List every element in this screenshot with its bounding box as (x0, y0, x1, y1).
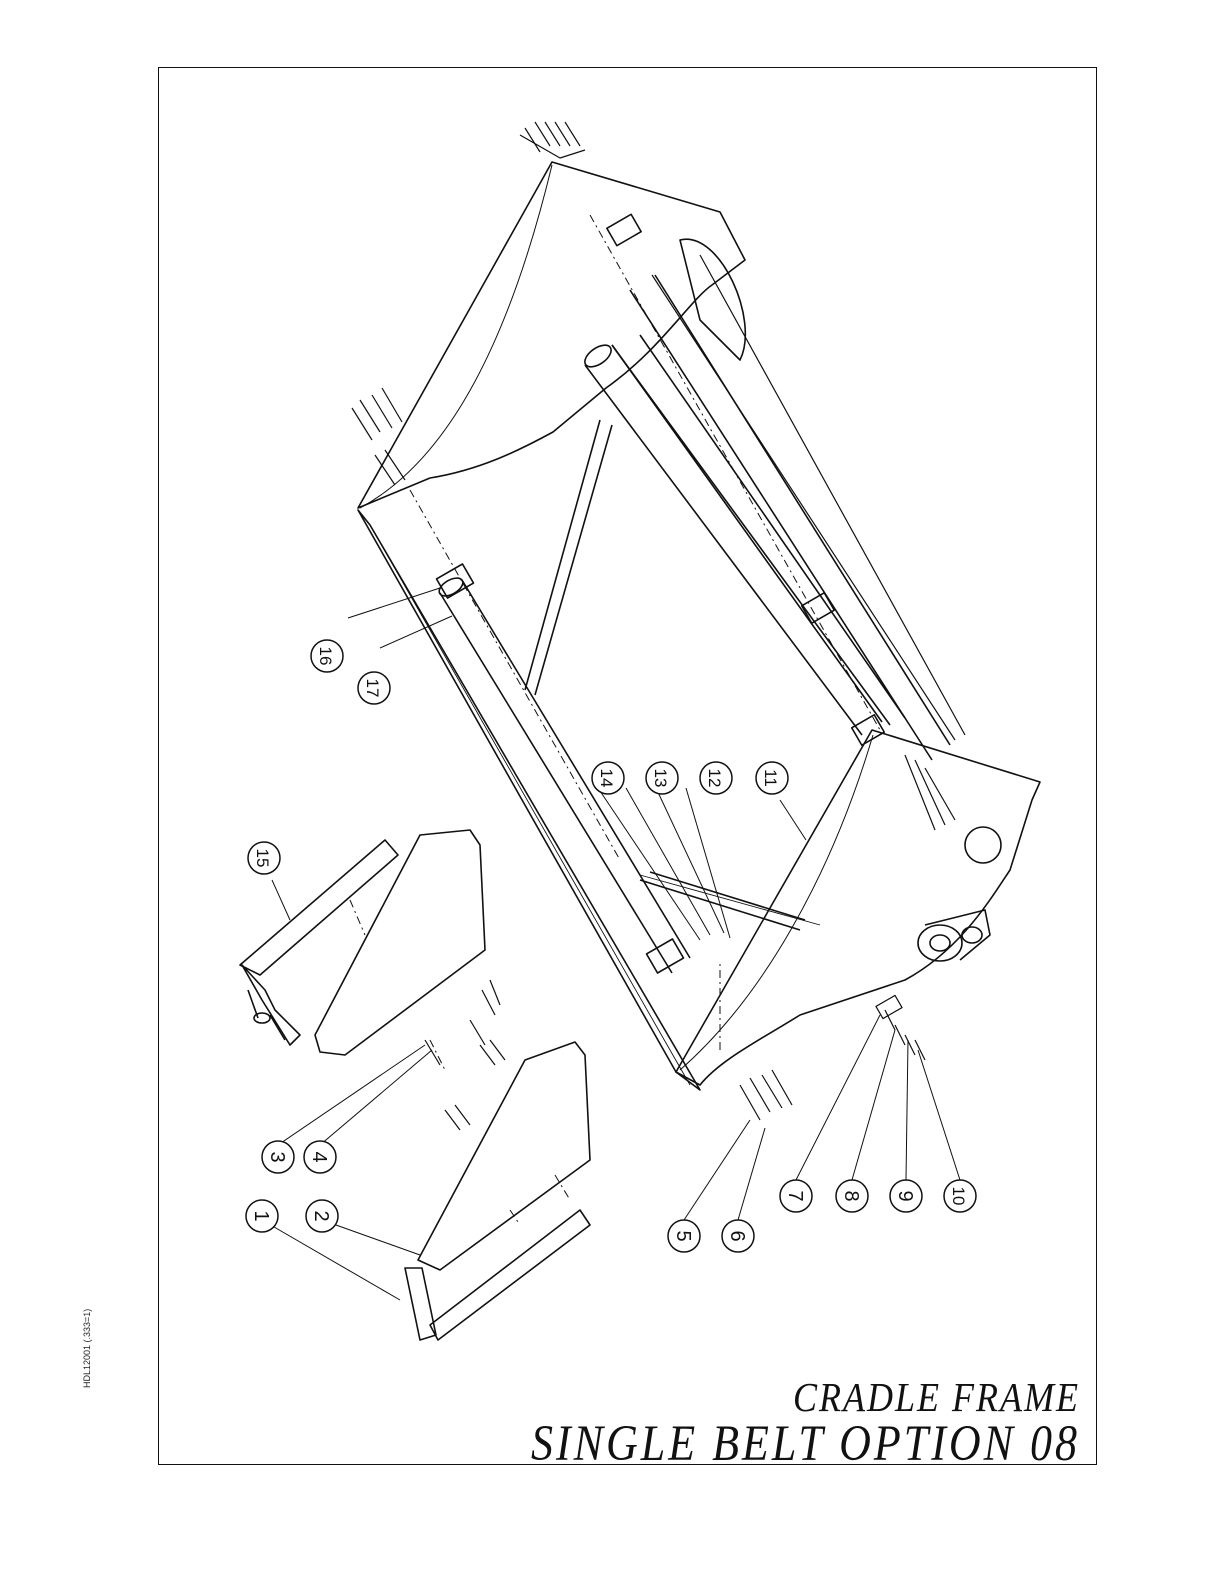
roller-4 (630, 275, 950, 760)
drawing-subtitle: SINGLE BELT OPTION 08 (531, 1414, 1080, 1473)
callout-label-17: 17 (363, 679, 382, 698)
callout-label-8: 8 (840, 1190, 862, 1201)
callout-label-2: 2 (310, 1210, 332, 1221)
callout-label-11: 11 (761, 769, 780, 787)
callout-4: 4 (304, 1141, 336, 1173)
callout-1: 1 (246, 1200, 278, 1232)
callout-6: 6 (722, 1220, 754, 1252)
callout-7: 7 (780, 1180, 812, 1212)
callout-label-7: 7 (784, 1190, 806, 1201)
callout-11: 11 (756, 762, 788, 794)
callout-10: 10 (944, 1180, 976, 1212)
callout-label-6: 6 (726, 1230, 748, 1241)
callout-5: 5 (668, 1220, 700, 1252)
bolt-cluster-bottom (740, 1070, 792, 1120)
bolt-cluster-right-plate (905, 755, 955, 830)
callout-label-1: 1 (250, 1210, 272, 1221)
callout-8: 8 (836, 1180, 868, 1212)
callout-14: 14 (592, 762, 624, 794)
guard-bracket-1 (405, 1210, 590, 1340)
guard-panel-lower (418, 1042, 590, 1270)
callout-label-3: 3 (266, 1151, 288, 1162)
guard-panel-upper (315, 830, 485, 1055)
callout-9: 9 (890, 1180, 922, 1212)
bearing-14 (647, 939, 684, 973)
callout-16: 16 (311, 640, 343, 672)
callout-17: 17 (358, 672, 390, 704)
bolt-cluster-top (520, 122, 585, 158)
callout-2: 2 (306, 1200, 338, 1232)
bolt-cluster-guards (425, 980, 505, 1130)
bearing-upper (607, 214, 641, 245)
callout-label-15: 15 (253, 849, 272, 868)
callout-3: 3 (262, 1141, 294, 1173)
callout-label-4: 4 (308, 1151, 330, 1162)
callout-label-14: 14 (597, 769, 616, 788)
roller-3 (612, 335, 905, 725)
callout-label-13: 13 (651, 769, 670, 788)
cross-brace (525, 420, 612, 695)
callout-13: 13 (646, 762, 678, 794)
callout-label-9: 9 (894, 1190, 916, 1201)
roller-2 (585, 345, 882, 735)
motor-mount-hole (965, 827, 1001, 863)
callout-label-10: 10 (949, 1187, 968, 1206)
roller-5 (652, 255, 965, 740)
upper-end-plate (358, 162, 745, 508)
callout-label-5: 5 (672, 1230, 694, 1241)
drive-drum (680, 239, 745, 360)
callout-12: 12 (700, 762, 732, 794)
callout-label-12: 12 (705, 769, 724, 788)
callout-label-16: 16 (316, 647, 335, 666)
callout-15: 15 (248, 842, 280, 874)
side-rail-left (358, 510, 700, 1090)
